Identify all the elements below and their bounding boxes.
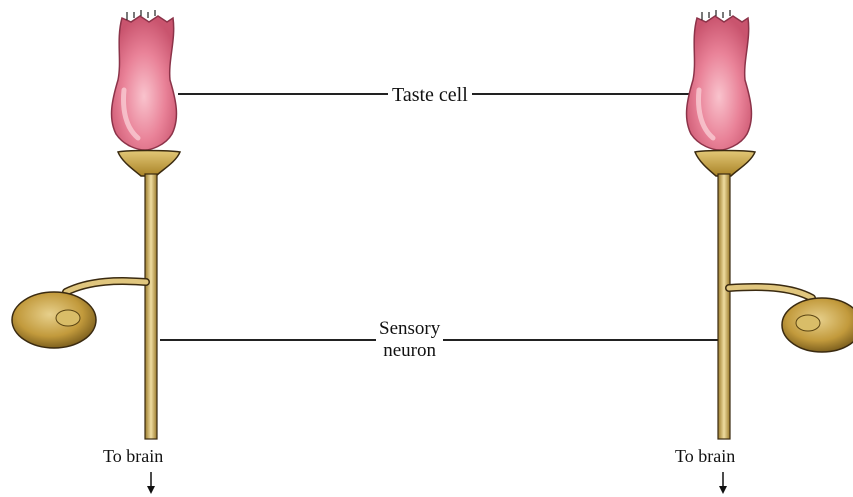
right-taste-cell xyxy=(685,15,753,151)
left-taste-cell xyxy=(110,15,178,151)
left-neuron-fiber xyxy=(144,173,158,440)
left-neuron-cell-body xyxy=(11,291,97,349)
left-synapse-cup xyxy=(116,149,182,177)
left-taste-cell-group xyxy=(11,10,182,494)
right-synapse-cup xyxy=(693,149,757,177)
sensory-neuron-label: Sensory neuron xyxy=(376,318,444,362)
left-down-arrow-icon xyxy=(147,486,155,494)
sensory-neuron-label-line2: neuron xyxy=(383,339,436,361)
taste-cell-label: Taste cell xyxy=(388,85,472,105)
to-brain-left-label: To brain xyxy=(103,446,164,466)
sensory-neuron-label-line1: Sensory xyxy=(379,318,441,339)
right-taste-cell-group xyxy=(685,10,853,494)
right-neuron-fiber xyxy=(717,173,731,440)
to-brain-right-label: To brain xyxy=(675,446,736,466)
right-down-arrow-icon xyxy=(719,486,727,494)
